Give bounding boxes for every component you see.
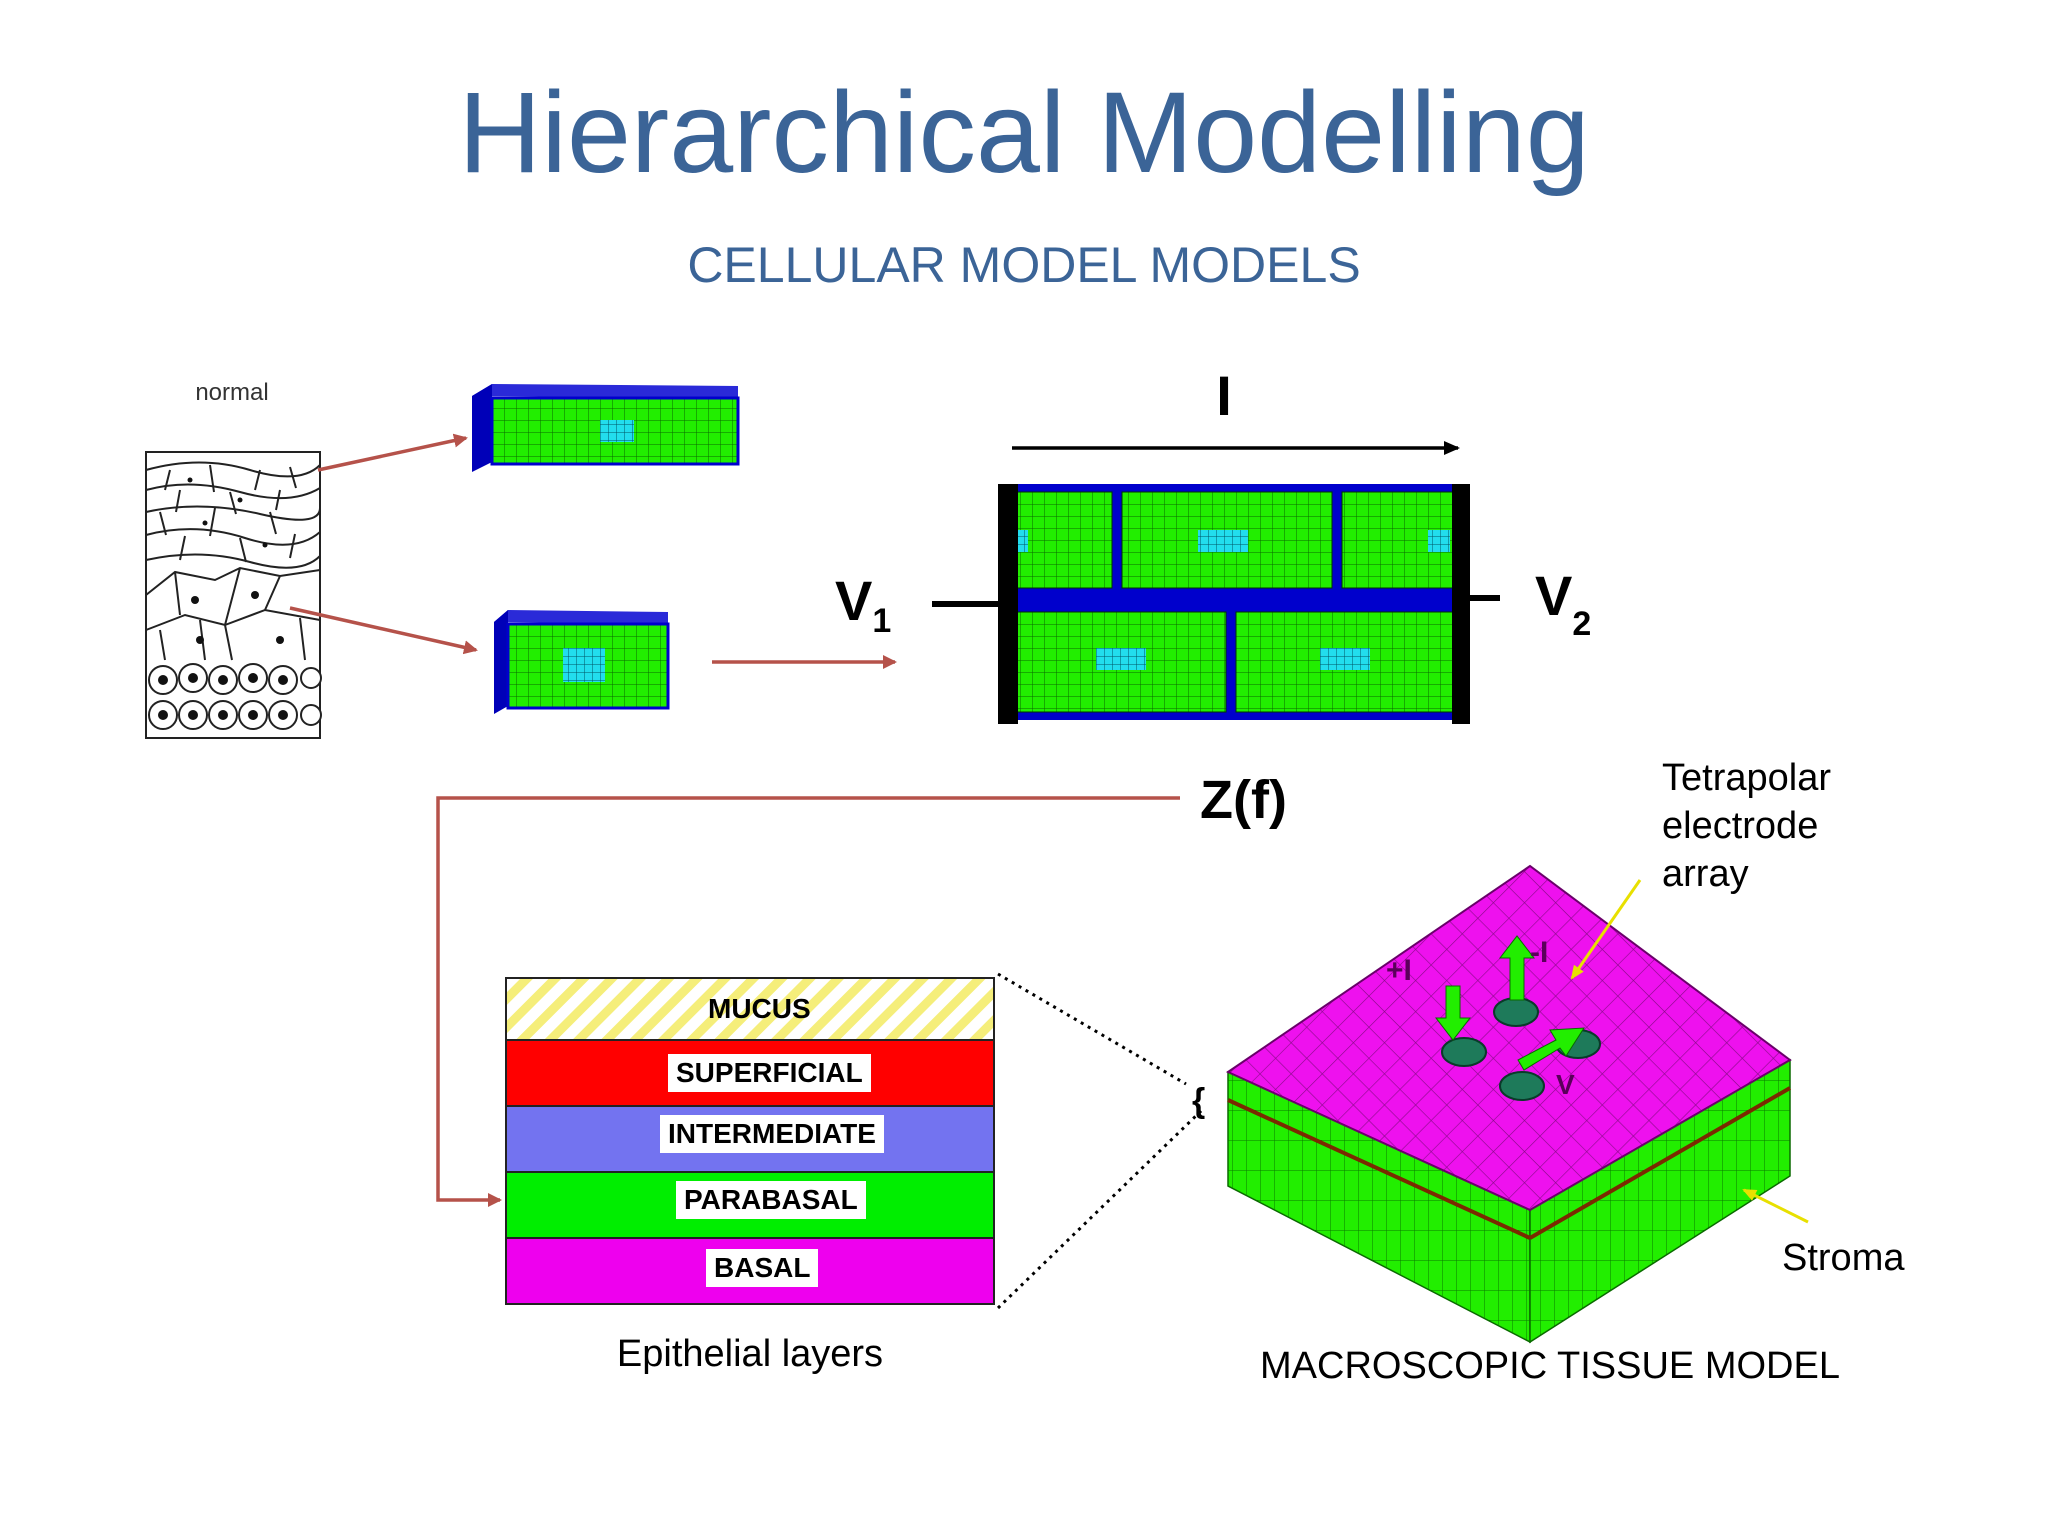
arrow-to-cube-cell [289, 606, 478, 655]
tissue-sketch [145, 451, 322, 739]
electrode-label-line2: electrode [1662, 805, 1818, 847]
layer-label-basal: BASAL [706, 1249, 819, 1287]
page-title: Hierarchical Modelling [458, 69, 1590, 197]
zoom-line-top [997, 972, 1187, 1086]
impedance-label: Z(f) [1200, 770, 1287, 830]
macroscopic-caption: MACROSCOPIC TISSUE MODEL [1260, 1345, 1840, 1387]
minus-current-label: -I [1530, 936, 1548, 969]
layer-label-intermediate: INTERMEDIATE [660, 1115, 884, 1153]
layer-label-mucus: MUCUS [708, 993, 811, 1024]
stroma-pointer [1742, 1188, 1809, 1224]
voltage-v1-label: V1 [835, 569, 891, 640]
zoom-line-bottom [996, 1108, 1204, 1310]
electrode-label-line3: array [1662, 853, 1749, 895]
voltage-v2-label: V2 [1535, 564, 1591, 643]
epithelial-caption: Epithelial layers [617, 1333, 883, 1375]
macroscopic-tissue-block [1225, 864, 1792, 1344]
electrode-pointer [1570, 879, 1642, 980]
arrow-to-flat-cell [317, 433, 468, 472]
v2-sub: 2 [1572, 605, 1591, 643]
page-subtitle: CELLULAR MODEL MODELS [687, 237, 1361, 293]
impedance-feedback-line [436, 796, 1180, 1207]
stroma-label: Stroma [1782, 1237, 1905, 1279]
tissue-image-label: normal [195, 379, 268, 406]
electrode-label-line1: Tetrapolar [1662, 757, 1831, 799]
electrode-array-label: Tetrapolar electrode array [1662, 757, 1842, 895]
zoom-brace-icon: { [1192, 1082, 1205, 1120]
v1-sub: 1 [872, 602, 891, 640]
flat-cell-mesh [472, 384, 740, 472]
cube-cell-mesh [494, 610, 670, 714]
voltage-probe-label: V [1556, 1069, 1575, 1100]
v1-main: V [835, 569, 872, 632]
layer-mucus [505, 977, 995, 1041]
v2-main: V [1535, 564, 1572, 627]
plus-current-label: +I [1386, 954, 1412, 987]
current-label: I [1216, 364, 1232, 427]
cell-array [932, 484, 1500, 724]
layer-label-superficial: SUPERFICIAL [668, 1054, 871, 1092]
layer-label-parabasal: PARABASAL [676, 1181, 866, 1219]
